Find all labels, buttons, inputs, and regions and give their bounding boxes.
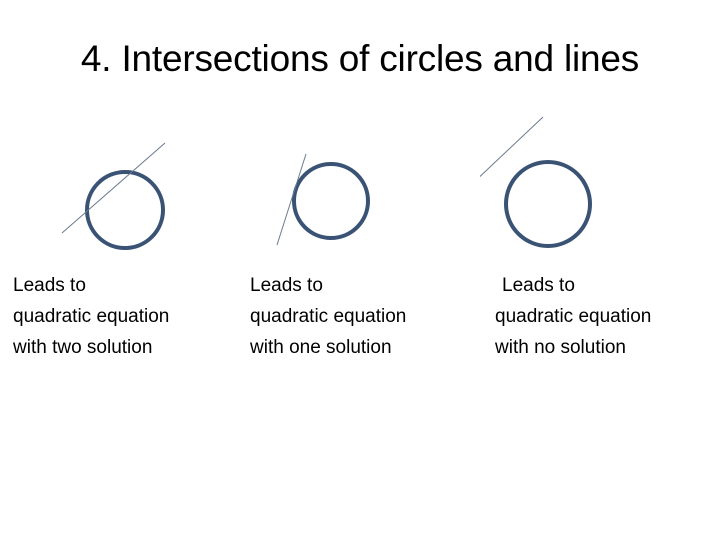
disjoint-line-shape	[480, 116, 544, 178]
tangent-line-shape	[276, 153, 307, 246]
caption-two-solutions: Leads to quadratic equation with two sol…	[13, 270, 249, 363]
caption-line: quadratic equation	[13, 306, 170, 327]
caption-line: Leads to	[250, 275, 323, 296]
captions-row: Leads to quadratic equation with two sol…	[0, 270, 720, 380]
circle-shape	[85, 170, 165, 250]
caption-line: with one solution	[250, 337, 392, 358]
caption-one-solution: Leads to quadratic equation with one sol…	[250, 270, 486, 363]
circle-shape	[292, 162, 370, 240]
figures-row	[0, 100, 720, 265]
caption-line: quadratic equation	[250, 306, 407, 327]
secant-line-shape	[61, 142, 166, 234]
figure-one-solution	[240, 100, 480, 265]
diagram-circle-disjoint-line	[480, 116, 592, 248]
page-title: 4. Intersections of circles and lines	[80, 38, 640, 79]
caption-line: with no solution	[495, 337, 626, 358]
figure-two-solutions	[0, 100, 240, 265]
caption-line: with two solution	[13, 337, 153, 358]
caption-line: quadratic equation	[495, 306, 652, 327]
caption-no-solution: Leads to quadratic equation with no solu…	[495, 270, 720, 363]
caption-line: Leads to	[502, 275, 575, 296]
caption-line: Leads to	[13, 275, 86, 296]
diagram-circle-tangent-line	[276, 153, 370, 246]
circle-shape	[504, 160, 592, 248]
diagram-circle-secant-line	[61, 142, 166, 250]
figure-no-solution	[480, 100, 720, 265]
